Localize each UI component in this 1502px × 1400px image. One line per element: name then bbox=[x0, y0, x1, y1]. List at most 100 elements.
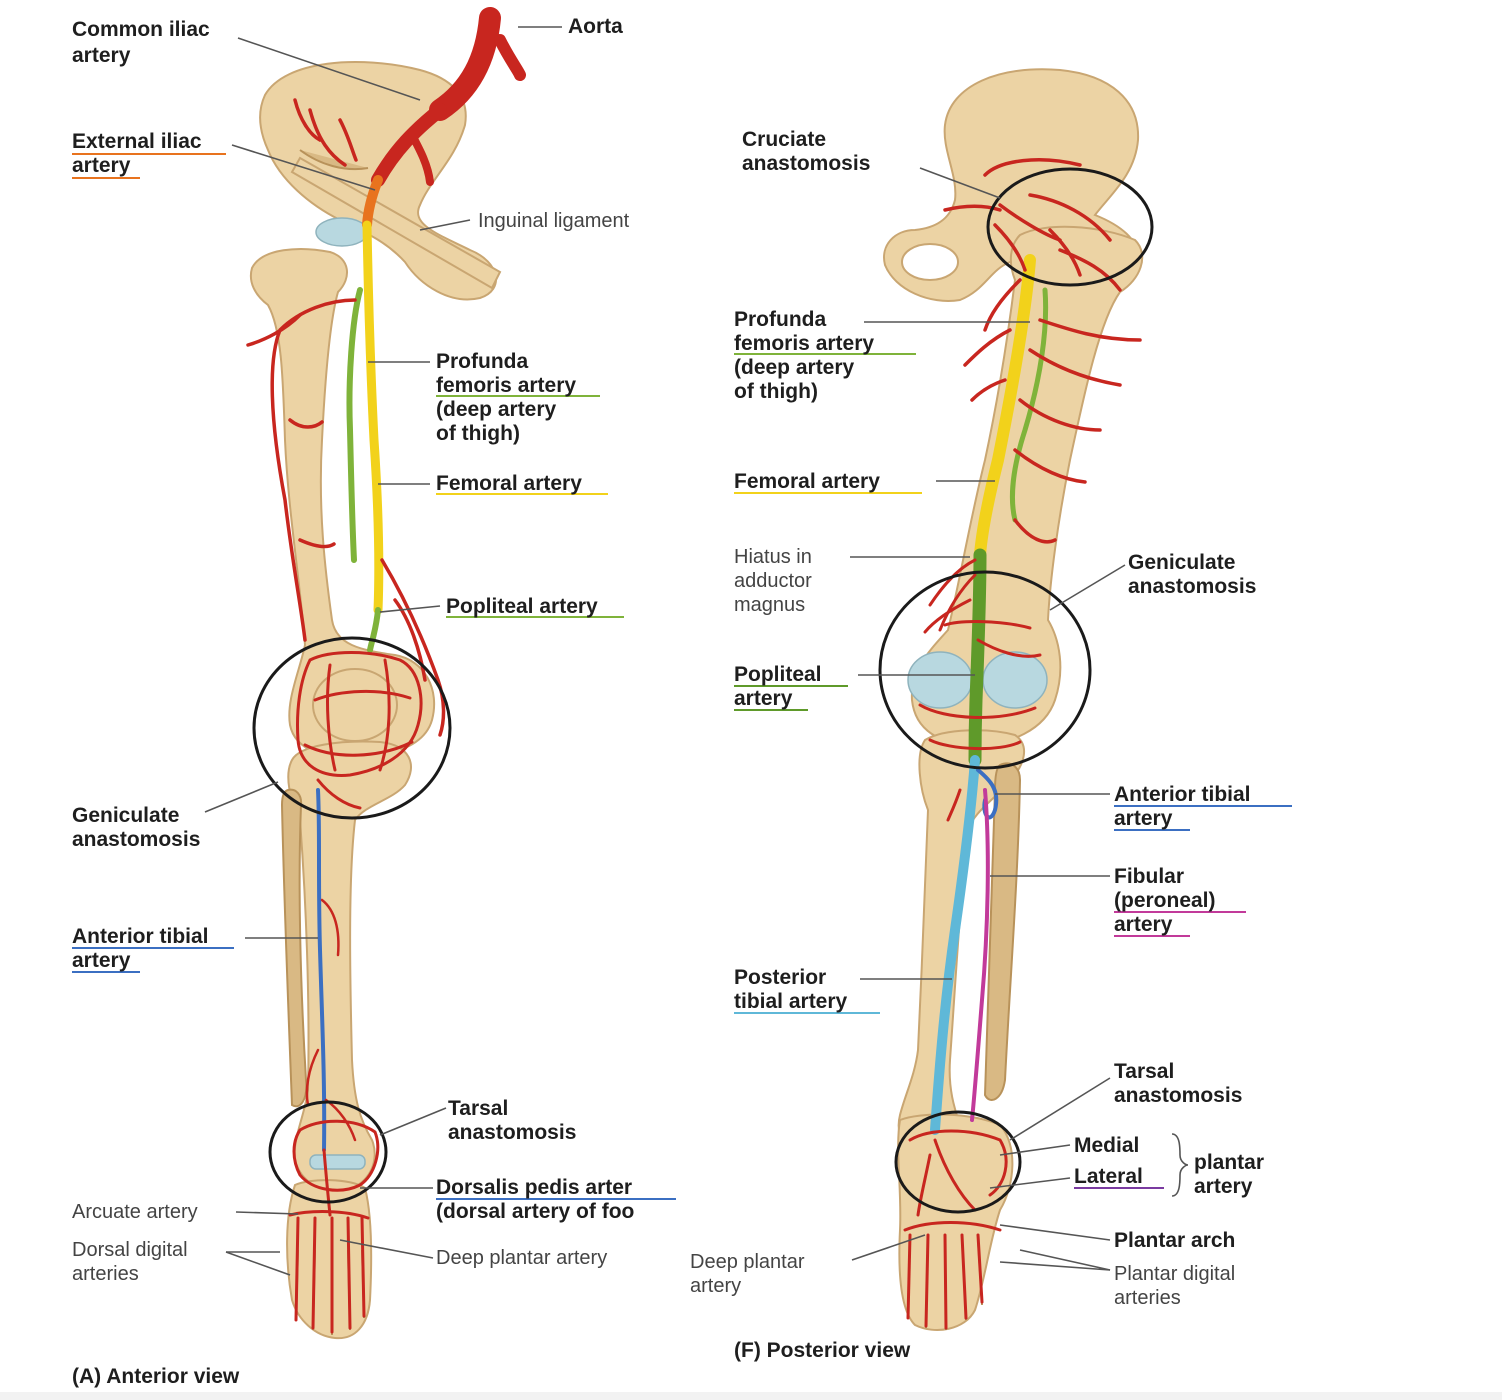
bottom-strip bbox=[0, 1392, 1502, 1400]
label-inguinal-ligament: Inguinal ligament bbox=[478, 210, 630, 232]
label-cruciate-2: anastomosis bbox=[742, 152, 870, 175]
posterior-tarsal-ring bbox=[894, 1110, 1022, 1214]
posterior-leader-lines bbox=[850, 167, 1126, 1271]
label-profunda-4: of thigh) bbox=[436, 422, 520, 445]
label-profunda-2: femoris artery bbox=[436, 374, 576, 397]
label-post-popliteal: Popliteal bbox=[734, 663, 822, 686]
label-post-geniculate: Geniculate bbox=[1128, 551, 1235, 574]
anterior-tarsal-ring bbox=[268, 1100, 388, 1204]
posterior-labels: Cruciate anastomosis Profunda femoris ar… bbox=[690, 128, 1264, 1362]
label-external-iliac: External iliac bbox=[72, 130, 202, 153]
label-post-geniculate-2: anastomosis bbox=[1128, 575, 1256, 598]
label-post-profunda-3: (deep artery bbox=[734, 356, 855, 379]
anterior-profunda-artery bbox=[346, 287, 363, 563]
posterior-popliteal-artery bbox=[968, 548, 987, 767]
anterior-view: Common iliac artery Aorta External iliac… bbox=[72, 7, 676, 1388]
label-dorsal-digital-2: arteries bbox=[72, 1263, 139, 1285]
anterior-knee-network bbox=[296, 651, 423, 810]
label-post-profunda: Profunda bbox=[734, 308, 826, 331]
caption-anterior-view: (A) Anterior view bbox=[72, 1365, 240, 1388]
anterior-common-iliac bbox=[371, 103, 447, 187]
label-anterior-tibial-2: artery bbox=[72, 949, 131, 972]
anterior-thigh-branches bbox=[246, 98, 446, 737]
label-post-deep-plantar: Deep plantar bbox=[690, 1251, 805, 1273]
anterior-hip-joint bbox=[315, 217, 369, 247]
posterior-cruciate-ring bbox=[986, 167, 1154, 287]
label-posterior-tibial: Posterior bbox=[734, 966, 826, 989]
anterior-foot-arteries bbox=[288, 1119, 380, 1334]
anterior-common-iliac-right bbox=[494, 34, 526, 81]
label-arcuate-artery: Arcuate artery bbox=[72, 1201, 198, 1223]
posterior-knee-network bbox=[918, 558, 1042, 822]
caption-posterior-view: (F) Posterior view bbox=[734, 1339, 911, 1362]
label-post-tarsal: Tarsal bbox=[1114, 1060, 1174, 1083]
anterior-aorta bbox=[429, 7, 501, 121]
label-deep-plantar: Deep plantar artery bbox=[436, 1247, 607, 1269]
label-plantar-2: artery bbox=[1194, 1175, 1253, 1198]
label-posterior-tibial-2: tibial artery bbox=[734, 990, 848, 1013]
posterior-foot-arteries bbox=[903, 1129, 1008, 1330]
label-post-anterior-tibial: Anterior tibial bbox=[1114, 783, 1251, 806]
label-dorsalis-pedis-2: (dorsal artery of foo bbox=[436, 1200, 634, 1223]
anterior-tibial-artery bbox=[316, 788, 327, 1152]
label-fibular-3: artery bbox=[1114, 913, 1173, 936]
label-post-femoral: Femoral artery bbox=[734, 470, 880, 493]
posterior-hip-network bbox=[943, 158, 1122, 292]
label-dorsal-digital: Dorsal digital bbox=[72, 1239, 188, 1261]
posterior-thigh-network bbox=[963, 278, 1142, 544]
posterior-view: Cruciate anastomosis Profunda femoris ar… bbox=[690, 68, 1292, 1362]
label-anterior-tibial: Anterior tibial bbox=[72, 925, 209, 948]
label-hiatus-2: adductor bbox=[734, 570, 812, 592]
label-common-iliac: Common iliac bbox=[72, 18, 210, 41]
anterior-femur bbox=[249, 248, 436, 760]
label-external-iliac-2: artery bbox=[72, 154, 131, 177]
anterior-leader-lines bbox=[204, 26, 562, 1276]
posterior-medial-condyle bbox=[907, 651, 973, 709]
label-post-deep-plantar-2: artery bbox=[690, 1275, 741, 1297]
label-plantar-digital: Plantar digital bbox=[1114, 1263, 1235, 1285]
posterior-geniculate-ring bbox=[878, 570, 1092, 770]
label-geniculate: Geniculate bbox=[72, 804, 179, 827]
label-post-popliteal-2: artery bbox=[734, 687, 793, 710]
anterior-labels: Common iliac artery Aorta External iliac… bbox=[72, 15, 634, 1388]
label-post-profunda-2: femoris artery bbox=[734, 332, 874, 355]
label-plantar-arch: Plantar arch bbox=[1114, 1229, 1235, 1252]
posterior-label-underlines bbox=[734, 353, 1292, 1189]
posterior-femoral-artery bbox=[974, 254, 1036, 561]
anterior-popliteal-artery bbox=[367, 607, 381, 653]
anterior-fibula bbox=[280, 788, 308, 1108]
label-post-tarsal-2: anastomosis bbox=[1114, 1084, 1242, 1107]
posterior-lateral-condyle bbox=[982, 651, 1048, 709]
posterior-fibular-artery bbox=[970, 788, 990, 1122]
label-post-profunda-4: of thigh) bbox=[734, 380, 818, 403]
anterior-ankle-joint bbox=[309, 1154, 366, 1170]
label-plantar-digital-2: arteries bbox=[1114, 1287, 1181, 1309]
label-tarsal-2: anastomosis bbox=[448, 1121, 576, 1144]
label-lateral: Lateral bbox=[1074, 1165, 1143, 1188]
anterior-geniculate-ring bbox=[252, 636, 452, 820]
anterior-femoral-artery bbox=[362, 220, 384, 615]
label-fibular: Fibular bbox=[1114, 865, 1184, 888]
label-common-iliac-2: artery bbox=[72, 44, 131, 67]
label-cruciate: Cruciate bbox=[742, 128, 826, 151]
posterior-tibial-artery bbox=[930, 755, 980, 1135]
label-popliteal-artery: Popliteal artery bbox=[446, 595, 598, 618]
posterior-fibula bbox=[983, 762, 1022, 1101]
label-hiatus-3: magnus bbox=[734, 594, 805, 616]
posterior-profunda-artery bbox=[1009, 287, 1049, 523]
label-geniculate-2: anastomosis bbox=[72, 828, 200, 851]
label-profunda-3: (deep artery bbox=[436, 398, 557, 421]
label-post-anterior-tibial-2: artery bbox=[1114, 807, 1173, 830]
label-fibular-2: (peroneal) bbox=[1114, 889, 1216, 912]
label-dorsalis-pedis: Dorsalis pedis arter bbox=[436, 1176, 632, 1199]
label-aorta: Aorta bbox=[568, 15, 623, 38]
label-femoral-artery: Femoral artery bbox=[436, 472, 582, 495]
label-medial: Medial bbox=[1074, 1134, 1139, 1157]
posterior-femur bbox=[910, 225, 1144, 747]
anterior-label-underlines bbox=[72, 153, 676, 1200]
anterior-patella bbox=[312, 668, 398, 742]
label-tarsal: Tarsal bbox=[448, 1097, 508, 1120]
label-hiatus: Hiatus in bbox=[734, 546, 812, 568]
anterior-internal-iliac bbox=[408, 131, 434, 186]
